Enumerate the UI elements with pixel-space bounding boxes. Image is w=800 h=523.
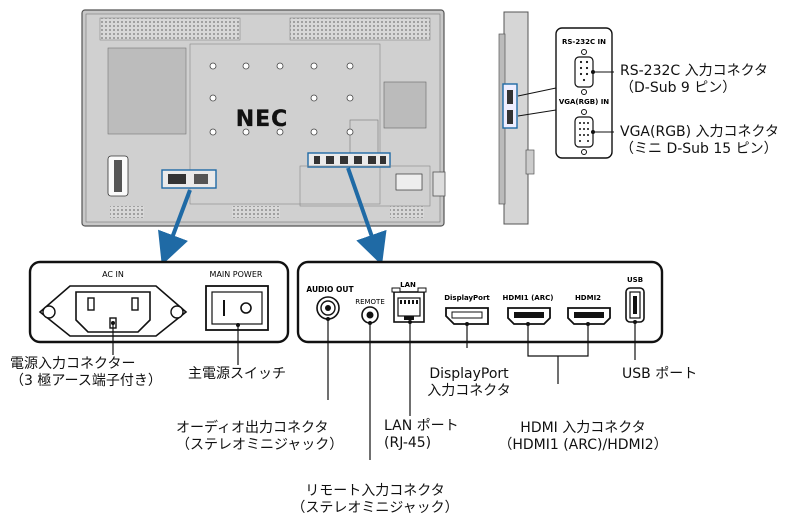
vga-port bbox=[574, 116, 594, 148]
main-switch-callout: 主電源スイッチ bbox=[188, 366, 286, 382]
displayport-label: DisplayPort bbox=[444, 294, 490, 302]
remote-label: REMOTE bbox=[355, 298, 385, 306]
audio-out-sub: （ステレオミニジャック） bbox=[176, 437, 344, 453]
rs232c-port bbox=[574, 56, 594, 88]
hdmi2-label: HDMI2 bbox=[575, 294, 601, 302]
main-power-label: MAIN POWER bbox=[210, 270, 263, 279]
rs232c-in-label: RS-232C IN bbox=[562, 38, 606, 46]
hdmi-sub: （HDMI1 (ARC)/HDMI2） bbox=[498, 437, 668, 453]
remote-title: リモート入力コネクタ bbox=[305, 483, 445, 499]
vga-callout-sub: （ミニ D-Sub 15 ピン） bbox=[620, 141, 778, 157]
usb-callout: USB ポート bbox=[622, 366, 698, 382]
leader-lines bbox=[112, 319, 636, 460]
monitor-side-view bbox=[498, 11, 535, 225]
vga-in-label: VGA(RGB) IN bbox=[559, 98, 609, 106]
monitor-rear-view: NEC bbox=[81, 9, 446, 227]
lan-sub: (RJ-45) bbox=[384, 435, 432, 451]
power-connector-sub: （3 極アース端子付き） bbox=[10, 373, 162, 389]
hdmi1-label: HDMI1 (ARC) bbox=[503, 294, 554, 302]
displayport-title: DisplayPort bbox=[429, 366, 509, 382]
hdmi-title: HDMI 入力コネクタ bbox=[520, 420, 646, 436]
displayport-sub: 入力コネクタ bbox=[427, 383, 511, 399]
power-connector-callout: 電源入力コネクター （3 極アース端子付き） bbox=[10, 356, 162, 390]
audio-out-title: オーディオ出力コネクタ bbox=[176, 420, 329, 436]
rs232c-callout: RS-232C 入力コネクタ （D-Sub 9 ピン） bbox=[620, 63, 768, 97]
lan-label: LAN bbox=[400, 281, 416, 289]
lan-callout: LAN ポート (RJ-45) bbox=[384, 418, 459, 452]
displayport-callout: DisplayPort 入力コネクタ bbox=[414, 366, 524, 400]
power-panel: AC IN MAIN POWER bbox=[28, 260, 290, 344]
arrow-right bbox=[346, 167, 387, 266]
hdmi-callout: HDMI 入力コネクタ （HDMI1 (ARC)/HDMI2） bbox=[498, 420, 668, 454]
rs232c-callout-sub: （D-Sub 9 ピン） bbox=[620, 80, 737, 96]
audio-out-callout: オーディオ出力コネクタ （ステレオミニジャック） bbox=[176, 420, 343, 454]
lan-title: LAN ポート bbox=[384, 418, 459, 434]
signal-panel: AUDIO OUT REMOTE LAN DisplayPort HDMI1 (… bbox=[296, 260, 664, 344]
rs232c-callout-title: RS-232C 入力コネクタ bbox=[620, 63, 769, 79]
vga-callout-title: VGA(RGB) 入力コネクタ bbox=[620, 124, 779, 140]
remote-sub: （ステレオミニジャック） bbox=[291, 500, 459, 516]
side-connector-panel: RS-232C IN VGA(RGB) IN bbox=[555, 27, 613, 159]
power-connector-title: 電源入力コネクター bbox=[10, 356, 136, 372]
nec-logo: NEC bbox=[236, 107, 289, 132]
vga-callout: VGA(RGB) 入力コネクタ （ミニ D-Sub 15 ピン） bbox=[620, 124, 779, 158]
ac-in-label: AC IN bbox=[102, 270, 124, 279]
remote-callout: リモート入力コネクタ （ステレオミニジャック） bbox=[290, 483, 460, 517]
audio-out-label: AUDIO OUT bbox=[306, 285, 354, 294]
arrow-left bbox=[158, 189, 192, 266]
usb-label: USB bbox=[627, 276, 643, 284]
